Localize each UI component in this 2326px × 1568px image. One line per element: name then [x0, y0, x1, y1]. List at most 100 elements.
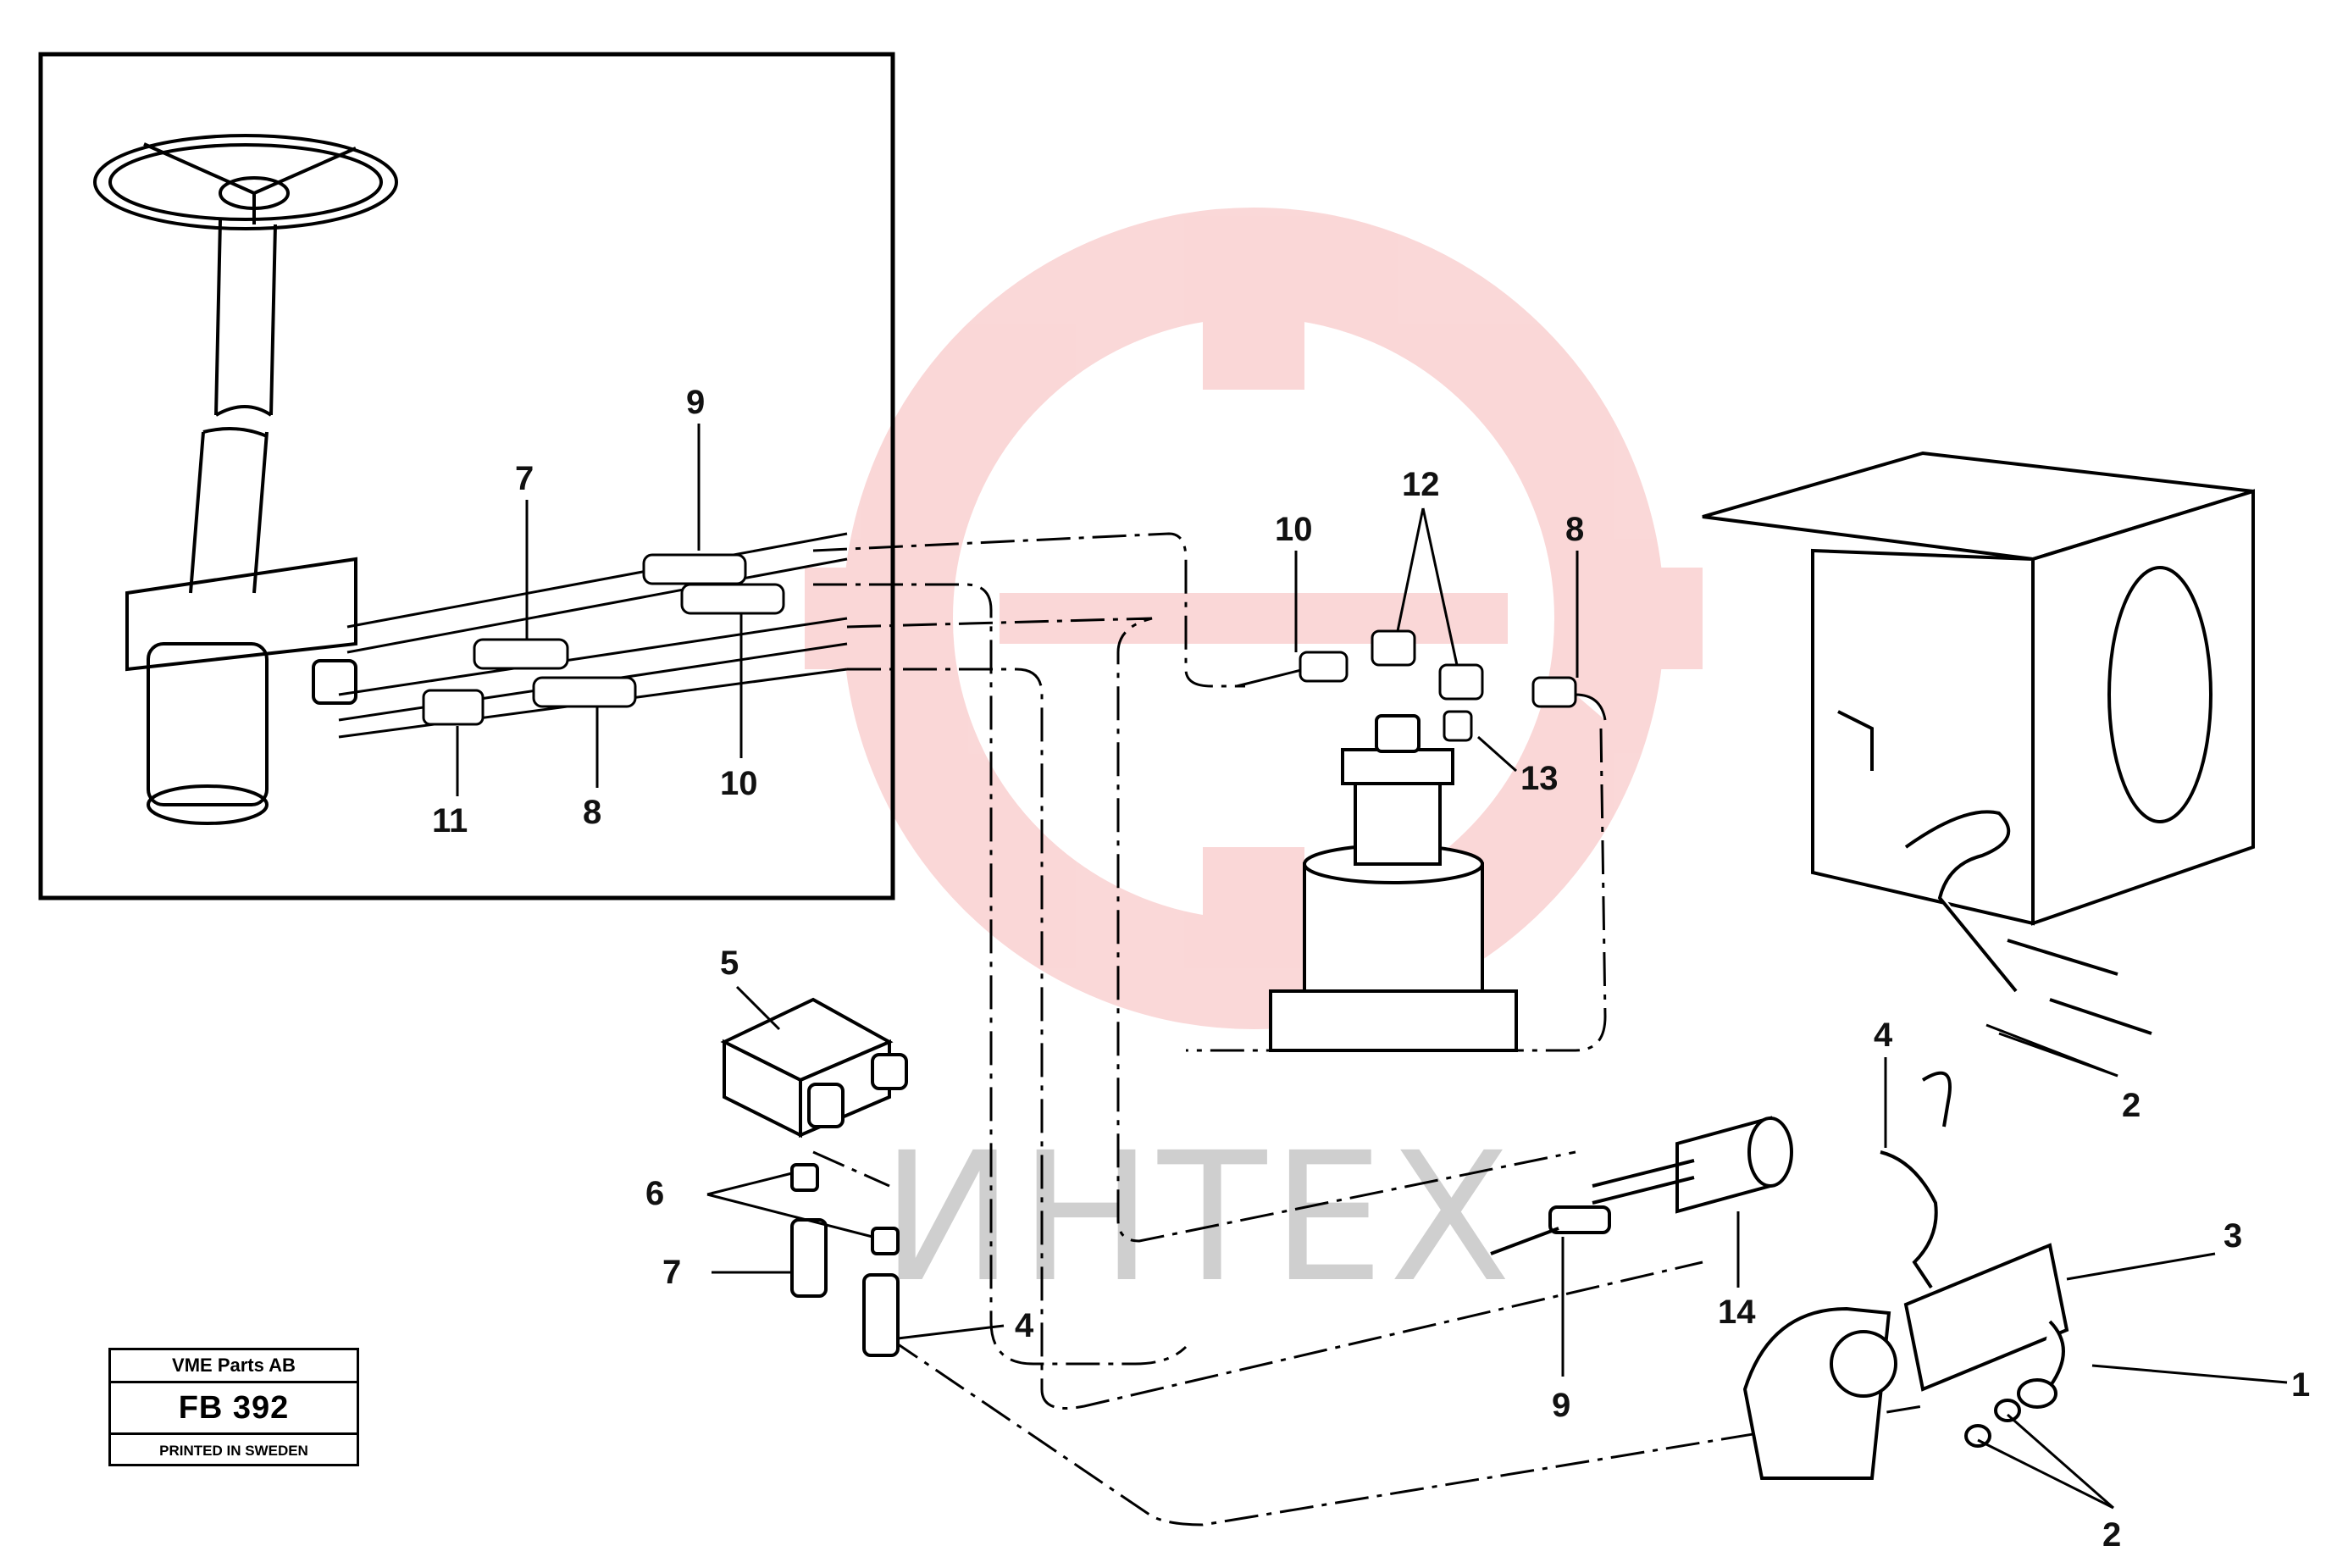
pump-clamp	[2017, 1378, 2057, 1409]
watermark-gear-tooth	[1463, 336, 1595, 468]
block-5-leaders	[706, 985, 1005, 1340]
callout-cylinder-14: 14	[1718, 1294, 1756, 1331]
title-block-company: VME Parts AB	[111, 1350, 357, 1383]
route-line	[812, 532, 1245, 688]
route-line	[812, 1150, 890, 1188]
block-port-front	[807, 1083, 845, 1128]
fitting-9	[642, 553, 747, 585]
watermark-gear-tooth	[1203, 280, 1304, 390]
watermark-gear-tooth	[1203, 847, 1304, 957]
callout-hose-4-left: 4	[1015, 1307, 1034, 1344]
valve-cap	[1341, 748, 1454, 785]
steering-valve-base	[147, 784, 269, 825]
cylinder-end	[1747, 1116, 1793, 1188]
fitting-8-center	[1531, 676, 1577, 708]
leader-clamps-2c	[2007, 1413, 2114, 1510]
fitting-6b	[871, 1227, 900, 1255]
watermark-logo	[805, 208, 1703, 1029]
valve-base-plate	[1269, 989, 1518, 1052]
leader-valve-13	[1477, 735, 1517, 773]
callout-valve-13: 13	[1520, 760, 1559, 797]
title-block-code: FB 392	[111, 1383, 357, 1435]
inset-frame	[38, 52, 895, 900]
block-port-right	[871, 1053, 908, 1090]
hose-line	[346, 532, 848, 629]
leader-valve-12a	[1396, 507, 1425, 632]
steering-wheel-rim	[93, 134, 398, 230]
shaft-break-top	[215, 405, 273, 417]
cylinder-rod	[1592, 1159, 1695, 1205]
return-hose	[2007, 939, 2152, 1035]
route-line	[1186, 728, 1607, 1052]
callout-fittings-6: 6	[645, 1175, 664, 1212]
hose-end-4	[862, 1273, 900, 1357]
title-block-printed: PRINTED IN SWEDEN	[159, 1443, 308, 1459]
callout-inset-10: 10	[720, 765, 758, 802]
leader-6b	[706, 1193, 873, 1238]
callout-hose-4-right: 4	[1874, 1017, 1893, 1054]
watermark-gear-tooth	[912, 768, 1044, 900]
cylinder-leaders	[1561, 1211, 1740, 1377]
hose-end-7	[790, 1218, 828, 1298]
hose-bend-2	[1921, 1071, 1952, 1128]
hydraulic-pump	[1742, 1071, 2069, 1480]
inset-leaders	[456, 424, 743, 796]
callout-clamps-2-lower: 2	[2102, 1516, 2121, 1554]
callout-inset-11: 11	[432, 802, 468, 839]
fitting-11	[422, 689, 485, 726]
route-line	[846, 617, 1576, 1243]
clamp-2b	[1964, 1424, 1991, 1448]
pump-gear	[1830, 1330, 1897, 1398]
callout-inset-7: 7	[515, 460, 534, 497]
fitting-7	[473, 638, 569, 670]
tank-tap	[1837, 710, 1874, 771]
leader-valve-12b	[1421, 507, 1459, 666]
routing-lines	[812, 532, 1924, 1526]
callout-clamps-2-upper: 2	[2122, 1087, 2140, 1124]
steering-spokes	[143, 142, 357, 224]
pressure-hose-4	[1880, 1150, 1938, 1289]
fitting-6a	[790, 1163, 819, 1192]
watermark-bar	[1000, 593, 1508, 644]
leader-block-5	[735, 985, 781, 1031]
watermark-gear-tooth	[805, 568, 915, 669]
watermark-gear-ring	[843, 208, 1664, 1029]
fitting-10	[680, 583, 785, 615]
valve-fittings	[1236, 629, 1607, 742]
leader-6a	[706, 1172, 793, 1196]
callout-labels: 9 7 10 11 8 12 10 8 13 5 6 7 4 9 14 4 2 …	[432, 384, 2310, 1554]
callout-pump-1: 1	[2291, 1366, 2310, 1404]
elbow-12-left	[1371, 629, 1416, 667]
watermark-gear-tooth	[1463, 768, 1595, 900]
pump-leaders	[1884, 1023, 2288, 1510]
inset-fittings	[422, 553, 785, 726]
watermark-gear-tooth	[912, 336, 1044, 468]
callout-fitting-9: 9	[1552, 1387, 1570, 1424]
callout-valve-8: 8	[1565, 511, 1584, 548]
leader-pump-3	[2066, 1252, 2216, 1281]
route-line	[847, 668, 1703, 1410]
elbow-12-right	[1438, 663, 1484, 701]
callout-valve-10: 10	[1275, 511, 1313, 548]
valve-top-nut	[1375, 714, 1421, 753]
priority-valve	[1269, 714, 1518, 1052]
hydraulic-tank	[1702, 451, 2255, 1035]
steering-wheel-inner	[108, 143, 383, 221]
callout-valve-12: 12	[1402, 466, 1440, 503]
watermark-gear-tooth	[1592, 568, 1703, 669]
watermark-text: ИНТЕХ	[881, 1114, 1516, 1321]
fitting-8	[532, 676, 637, 708]
rod-fitting-9	[1548, 1205, 1611, 1234]
hose-line	[338, 617, 848, 696]
leader-clamps-2d	[1977, 1438, 2114, 1510]
callout-pump-3: 3	[2224, 1217, 2242, 1255]
steering-cylinder	[1490, 1116, 1793, 1255]
clamp-2a	[1994, 1399, 2021, 1422]
title-block: VME Parts AB FB 392 PRINTED IN SWEDEN	[108, 1348, 359, 1466]
leader-pump-1	[2091, 1364, 2288, 1384]
hose-bend-8	[1575, 693, 1607, 721]
fitting-13	[1443, 710, 1473, 742]
pump-body	[1903, 1243, 2069, 1392]
